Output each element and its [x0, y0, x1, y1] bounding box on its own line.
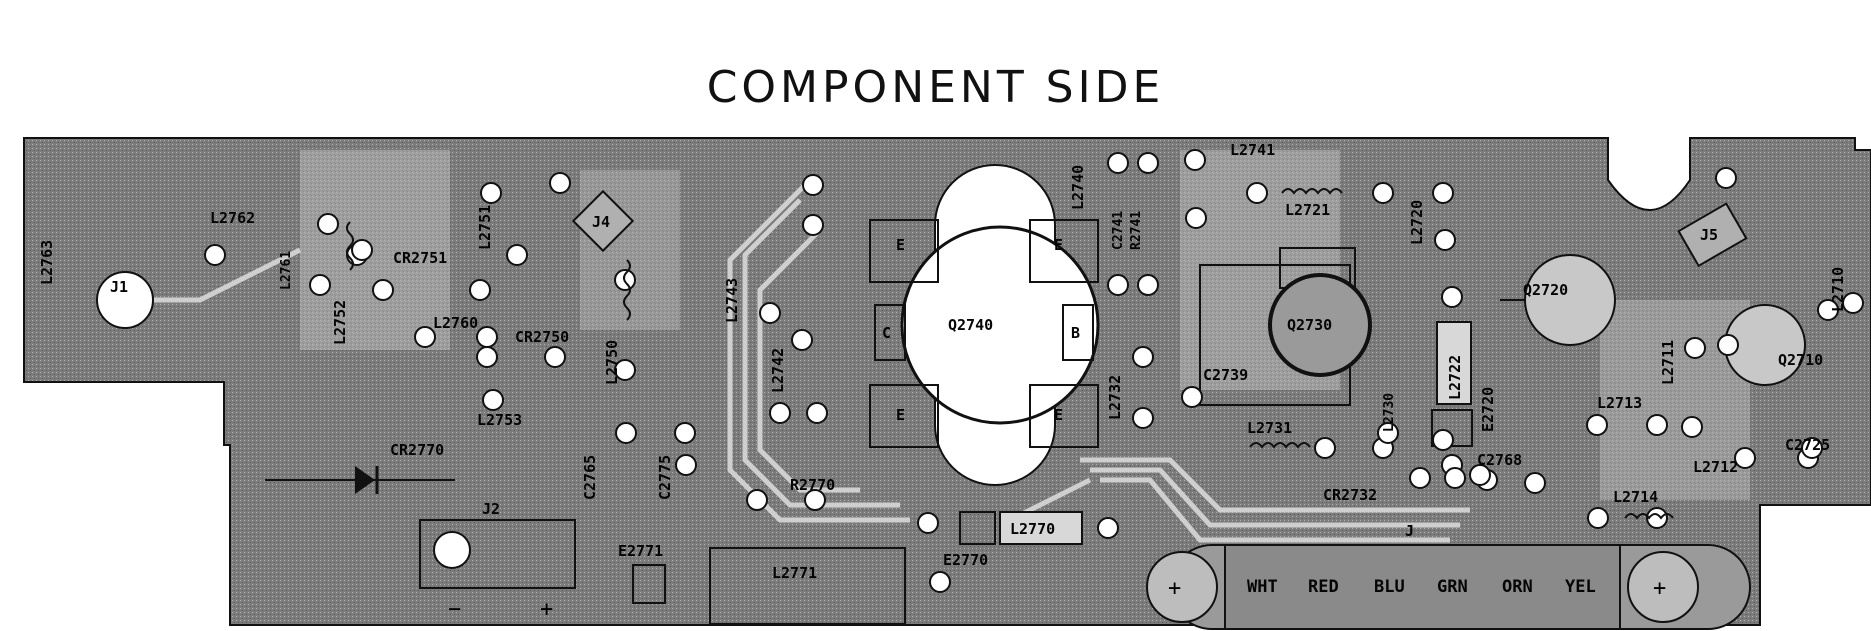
label-Q2740-E4: E: [1054, 406, 1063, 424]
diode-CR2770: CR2770: [265, 441, 455, 494]
inductor-L2722: [1431, 321, 1473, 447]
label-E2720: E2720: [1479, 387, 1497, 432]
label-CR2750: CR2750: [515, 328, 569, 346]
transistor-Q2730: Q2730: [1199, 247, 1372, 406]
label-Q2740-E2: E: [1054, 236, 1063, 254]
label-J2: J2: [482, 500, 500, 518]
jack-J4: J4: [571, 189, 635, 253]
connector-J: J + + WHT RED BLU GRN ORN YEL: [1146, 522, 1751, 630]
label-L2771: L2771: [772, 564, 817, 582]
label-L2712: L2712: [1693, 458, 1738, 476]
label-J-plus-left: +: [1168, 576, 1181, 601]
label-CR2732: CR2732: [1323, 486, 1377, 504]
label-Q2730: Q2730: [1287, 316, 1332, 334]
board-shade: [580, 170, 680, 330]
label-J4: J4: [592, 213, 610, 231]
label-L2710: L2710: [1829, 267, 1847, 312]
label-L2741: L2741: [1230, 141, 1275, 159]
inductor-L2770: L2770: [959, 511, 1083, 545]
label-L2763: L2763: [38, 240, 56, 285]
jack-J5: J5: [1677, 202, 1748, 268]
label-C2775: C2775: [656, 455, 674, 500]
transistor-Q2720: Q2720: [1500, 254, 1616, 346]
inductor-L2771: L2771: [709, 547, 906, 625]
label-L2762: L2762: [210, 209, 255, 227]
connector-pin-BLU: BLU: [1374, 577, 1405, 597]
board-shade: [1600, 300, 1750, 500]
connector-pin-YEL: YEL: [1565, 577, 1596, 597]
label-L2740: L2740: [1069, 165, 1087, 210]
label-Q2710: Q2710: [1778, 351, 1823, 369]
label-L2751: L2751: [476, 205, 494, 250]
label-L2714: L2714: [1613, 488, 1658, 506]
label-J2-minus: −: [448, 597, 461, 622]
label-C2741: C2741: [1111, 211, 1126, 250]
label-Q2740-B: B: [1071, 324, 1080, 342]
label-C2725: C2725: [1785, 436, 1830, 454]
label-J2-plus: +: [540, 597, 553, 622]
connector-pin-ORN: ORN: [1502, 577, 1533, 597]
label-J1: J1: [110, 278, 128, 296]
coils: [346, 188, 1674, 520]
label-C2739: C2739: [1203, 366, 1248, 384]
label-L2730: L2730: [1382, 393, 1397, 432]
connector-pin-RED: RED: [1308, 577, 1339, 597]
label-CR2751: CR2751: [393, 249, 447, 267]
label-C2768: C2768: [1477, 451, 1522, 469]
label-J: J: [1405, 522, 1414, 540]
ferrite-E2771: E2771: [618, 542, 666, 604]
component-labels: L2763 L2762 L2761 L2752 CR2751 L2760 L27…: [38, 141, 1847, 569]
label-L2752: L2752: [331, 300, 349, 345]
jack-J1: J1: [96, 271, 154, 329]
label-L2753: L2753: [477, 411, 522, 429]
solder-pads: [204, 149, 1864, 593]
connector-pin-GRN: GRN: [1437, 577, 1468, 597]
label-L2760: L2760: [433, 314, 478, 332]
transistor-Q2740: Q2740 E E E E C B: [869, 164, 1100, 486]
jack-J2: J2 − +: [419, 500, 576, 622]
label-J5: J5: [1700, 226, 1718, 244]
page-title: COMPONENT SIDE: [706, 62, 1165, 113]
label-Q2740-E3: E: [896, 406, 905, 424]
board-shade: [300, 150, 450, 350]
label-C2765: C2765: [581, 455, 599, 500]
label-L2732: L2732: [1106, 375, 1124, 420]
transistor-Q2710: Q2710: [1724, 304, 1823, 386]
label-L2722: L2722: [1446, 355, 1464, 400]
label-L2770: L2770: [1010, 520, 1055, 538]
label-L2750: L2750: [603, 340, 621, 385]
label-Q2740: Q2740: [948, 316, 993, 334]
label-Q2740-C: C: [882, 324, 891, 342]
label-L2731: L2731: [1247, 419, 1292, 437]
label-E2771: E2771: [618, 542, 663, 560]
label-L2761: L2761: [279, 251, 294, 290]
label-Q2720: Q2720: [1523, 281, 1568, 299]
connector-pin-WHT: WHT: [1247, 577, 1278, 597]
label-L2713: L2713: [1597, 394, 1642, 412]
label-E2770: E2770: [943, 551, 988, 569]
label-CR2770: CR2770: [390, 441, 444, 459]
label-L2711: L2711: [1659, 340, 1677, 385]
label-L2742: L2742: [769, 348, 787, 393]
label-R2770: R2770: [790, 476, 835, 494]
label-J-plus-right: +: [1653, 576, 1666, 601]
label-L2721: L2721: [1285, 201, 1330, 219]
label-L2720: L2720: [1408, 200, 1426, 245]
label-L2743: L2743: [723, 278, 741, 323]
label-Q2740-E1: E: [896, 236, 905, 254]
label-R2741: R2741: [1129, 211, 1144, 250]
